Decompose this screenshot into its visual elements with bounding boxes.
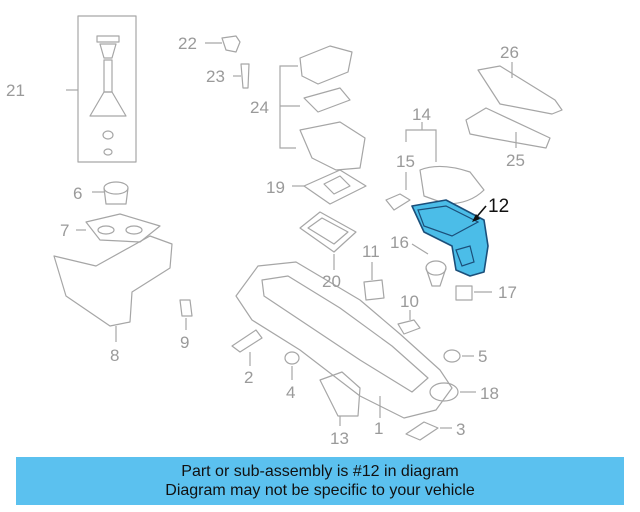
- callout-13: 13: [330, 429, 349, 448]
- part-21-shift-boot: [66, 15, 137, 163]
- part-16: [411, 243, 447, 287]
- part-9: [179, 299, 193, 330]
- callout-25: 25: [506, 151, 525, 170]
- part-1-main-console: [235, 261, 453, 419]
- part-3: [405, 421, 452, 441]
- callout-7: 7: [60, 221, 69, 240]
- callout-16: 16: [390, 233, 409, 252]
- callout-20: 20: [322, 272, 341, 291]
- part-19-boot-frame: [292, 169, 367, 205]
- callout-8: 8: [110, 346, 119, 365]
- callout-5: 5: [478, 347, 487, 366]
- part-23: [233, 63, 250, 89]
- callout-17: 17: [498, 283, 517, 302]
- part-13-support: [319, 371, 361, 426]
- part-25-lever-base: [465, 107, 551, 149]
- callout-6: 6: [73, 184, 82, 203]
- callout-26: 26: [500, 43, 519, 62]
- part-2: [231, 329, 263, 366]
- callout-4: 4: [286, 383, 295, 402]
- callout-14: 14: [412, 105, 431, 124]
- part-12-armrest-box: [411, 199, 489, 277]
- part-20-trim-plate: [299, 211, 357, 270]
- parts-diagram: 21 22 23 24 26 25 14 15 12 19 16 11 20 1…: [6, 15, 563, 448]
- callout-19: 19: [266, 178, 285, 197]
- callout-15: 15: [396, 152, 415, 171]
- banner-line-2: Diagram may not be specific to your vehi…: [165, 482, 475, 499]
- part-7-tray: [76, 213, 161, 243]
- callout-9: 9: [180, 333, 189, 352]
- callout-12-highlighted: 12: [488, 196, 509, 217]
- callout-10: 10: [400, 292, 419, 311]
- part-4: [284, 351, 300, 380]
- part-8-lower-bracket: [53, 235, 173, 342]
- part-5: [443, 349, 474, 363]
- callout-3: 3: [456, 420, 465, 439]
- info-banner: Part or sub-assembly is #12 in diagram D…: [16, 457, 624, 505]
- callout-23: 23: [206, 67, 225, 86]
- part-22: [205, 35, 241, 53]
- part-17: [455, 285, 492, 301]
- part-11: [363, 262, 385, 301]
- callout-24: 24: [250, 98, 269, 117]
- banner-line-1: Part or sub-assembly is #12 in diagram: [181, 463, 459, 480]
- callout-22: 22: [178, 34, 197, 53]
- callout-18: 18: [480, 384, 499, 403]
- part-10: [397, 310, 421, 335]
- callout-1: 1: [374, 419, 383, 438]
- part-26-lever: [477, 62, 563, 115]
- callout-11: 11: [362, 242, 380, 261]
- callout-21: 21: [6, 81, 25, 100]
- part-6-cup-insert: [92, 181, 129, 205]
- part-15: [385, 172, 411, 211]
- part-24-bracket-group: [279, 45, 366, 171]
- callout-2: 2: [244, 368, 253, 387]
- part-18: [429, 382, 476, 402]
